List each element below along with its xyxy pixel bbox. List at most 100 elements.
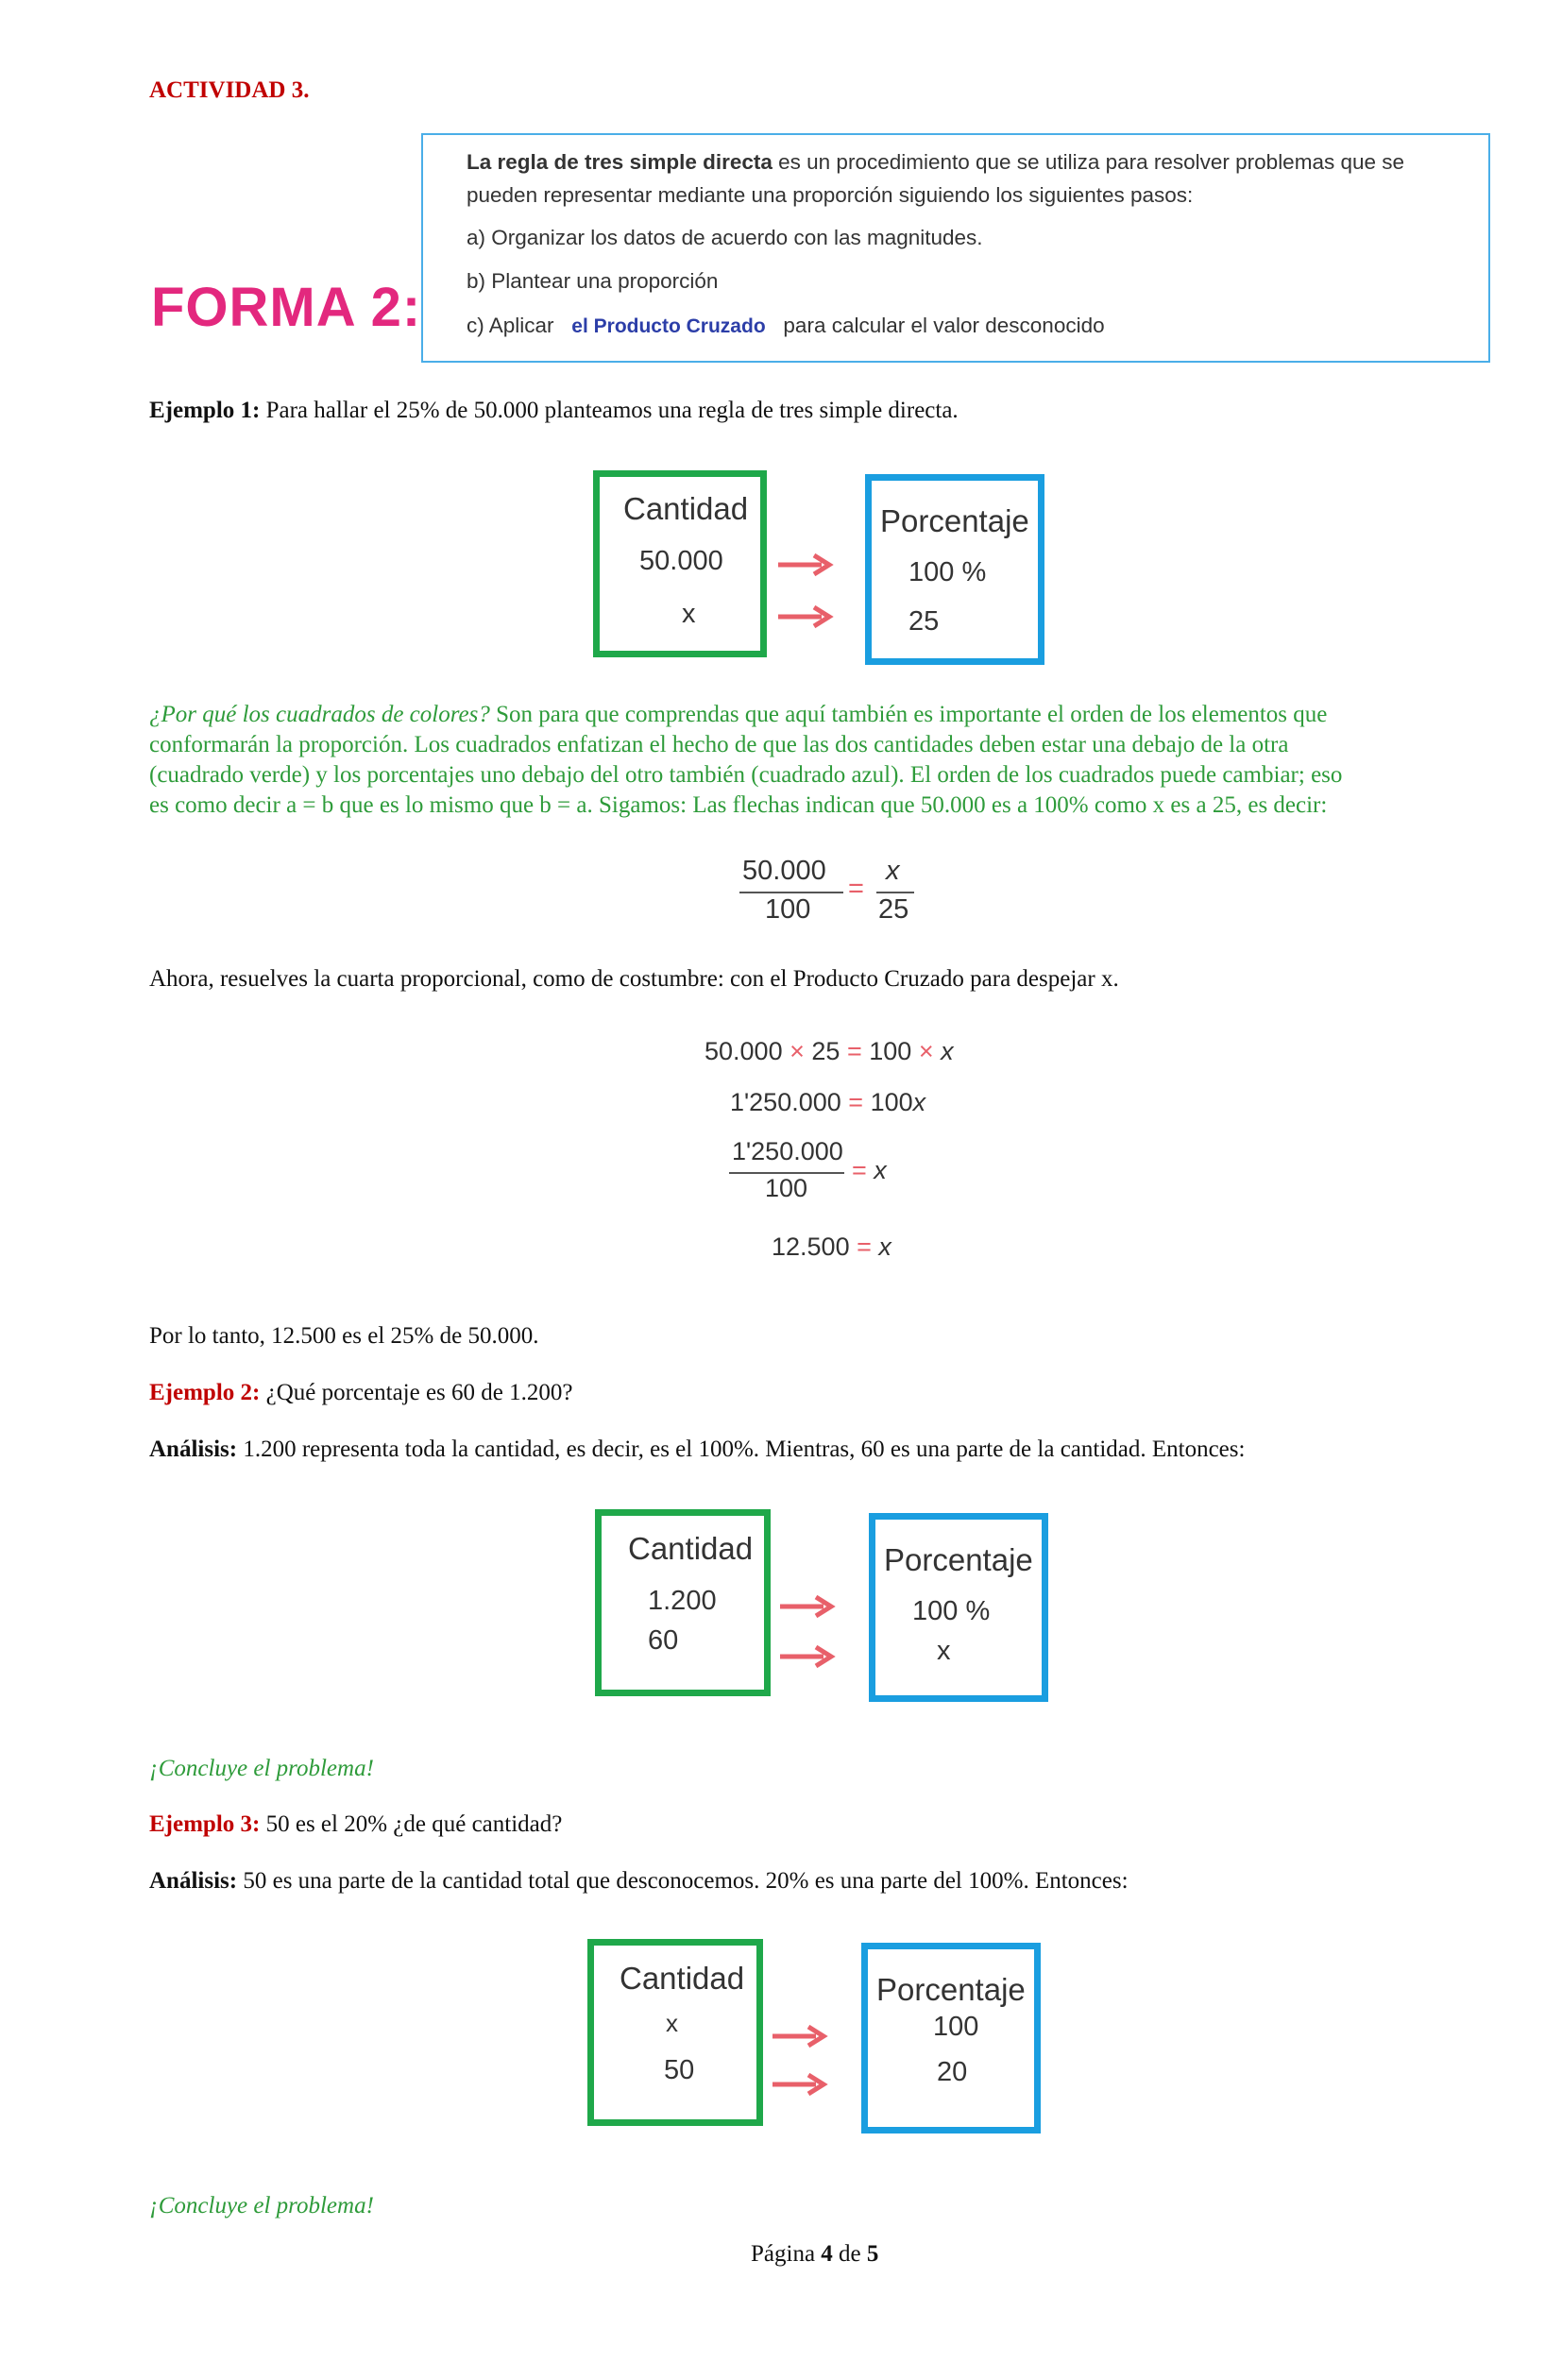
arrow-icon bbox=[778, 552, 834, 577]
quantity-header: Cantidad bbox=[623, 491, 749, 526]
percentage-box bbox=[861, 1943, 1041, 2134]
example2-analysis-text: 1.200 representa toda la cantidad, es de… bbox=[237, 1436, 1246, 1462]
quantity-box bbox=[593, 470, 767, 657]
footer-prefix: Página bbox=[751, 2241, 822, 2267]
s1-op1: × bbox=[789, 1037, 805, 1065]
rule-line-2: pueden representar mediante una proporci… bbox=[467, 183, 1194, 207]
prop-equals: = bbox=[848, 874, 864, 904]
example2-analysis-label: Análisis: bbox=[149, 1436, 238, 1462]
percentage-header: Porcentaje bbox=[876, 1972, 1026, 2007]
s1-op2: × bbox=[918, 1037, 934, 1065]
explanation-question: ¿Por qué los cuadrados de colores? bbox=[149, 702, 490, 727]
percentage-box bbox=[865, 474, 1044, 665]
example3-analysis-label: Análisis: bbox=[149, 1868, 238, 1894]
quantity-value-2: 50 bbox=[664, 2055, 695, 2085]
percentage-value-2: 25 bbox=[908, 606, 940, 637]
example3-question: Ejemplo 3: 50 es el 20% ¿de qué cantidad… bbox=[149, 1810, 562, 1840]
s2-a: 1'250.000 bbox=[730, 1088, 841, 1116]
cross-product-text: Ahora, resuelves la cuarta proporcional,… bbox=[149, 966, 1119, 992]
step-c-prefix: c) Aplicar bbox=[467, 314, 554, 337]
producto-cruzado-highlight: el Producto Cruzado bbox=[571, 315, 766, 337]
fraction-bar bbox=[729, 1172, 844, 1174]
fraction-bar bbox=[876, 892, 914, 893]
rule-box: La regla de tres simple directa es un pr… bbox=[421, 133, 1490, 363]
example2-question: Ejemplo 2: ¿Qué porcentaje es 60 de 1.20… bbox=[149, 1378, 572, 1408]
step-3-num: 1'250.000 bbox=[732, 1137, 843, 1165]
quantity-header: Cantidad bbox=[620, 1961, 745, 1996]
activity-title: ACTIVIDAD 3. bbox=[149, 77, 310, 103]
s2-eq: = bbox=[848, 1088, 864, 1116]
arrow-icon bbox=[780, 1594, 836, 1619]
s1-b: 25 bbox=[811, 1037, 840, 1065]
explanation-line-1-text: Son para que comprendas que aquí también… bbox=[489, 702, 1328, 727]
s1-d: x bbox=[941, 1037, 954, 1065]
percentage-value-1: 100 bbox=[933, 2012, 979, 2042]
percentage-box bbox=[869, 1513, 1048, 1702]
fraction-bar bbox=[739, 892, 843, 893]
step-2: 1'250.000 = 100x bbox=[730, 1088, 925, 1117]
footer-page-number: 4 bbox=[821, 2241, 833, 2267]
example2-analysis: Análisis: 1.200 representa toda la canti… bbox=[149, 1435, 1245, 1465]
s2-c: x bbox=[912, 1088, 926, 1116]
quantity-box bbox=[587, 1939, 763, 2126]
rule-step-a: a) Organizar los datos de acuerdo con la… bbox=[467, 226, 983, 249]
prop-den-left: 100 bbox=[765, 894, 811, 925]
explanation-line-3: (cuadrado verde) y los porcentajes uno d… bbox=[149, 762, 1343, 788]
percentage-value-2: x bbox=[937, 1636, 951, 1666]
quantity-value-2: 60 bbox=[648, 1625, 679, 1656]
example3-label: Ejemplo 3: bbox=[149, 1811, 261, 1837]
step-1: 50.000 × 25 = 100 × x bbox=[705, 1037, 954, 1066]
arrow-icon bbox=[778, 604, 834, 629]
prop-num-left: 50.000 bbox=[742, 856, 826, 886]
step-3-rhs: = x bbox=[852, 1156, 887, 1185]
s1-a: 50.000 bbox=[705, 1037, 783, 1065]
example2-question-text: ¿Qué porcentaje es 60 de 1.200? bbox=[260, 1380, 573, 1405]
s4-eq: = bbox=[857, 1232, 872, 1261]
arrow-icon bbox=[780, 1644, 836, 1669]
page-footer: Página 4 de 5 bbox=[751, 2239, 878, 2270]
quantity-header: Cantidad bbox=[628, 1531, 754, 1566]
percentage-header: Porcentaje bbox=[884, 1542, 1033, 1577]
example1-label: Ejemplo 1: bbox=[149, 398, 261, 423]
quantity-value-2: x bbox=[682, 599, 696, 629]
prop-den-right: 25 bbox=[878, 894, 909, 925]
example2-label: Ejemplo 2: bbox=[149, 1380, 261, 1405]
explanation-line-1: ¿Por qué los cuadrados de colores? Son p… bbox=[149, 700, 1327, 730]
s4-r: x bbox=[878, 1232, 891, 1261]
s3-eq: = bbox=[852, 1156, 867, 1184]
percentage-value-2: 20 bbox=[937, 2057, 968, 2087]
s3-r: x bbox=[874, 1156, 887, 1184]
example1-intro: Ejemplo 1: Para hallar el 25% de 50.000 … bbox=[149, 396, 959, 426]
rule-line-1: La regla de tres simple directa es un pr… bbox=[467, 150, 1404, 175]
prop-num-right: x bbox=[886, 856, 900, 886]
arrow-icon bbox=[773, 2072, 828, 2097]
rule-step-c: c) Aplicar el Producto Cruzado para calc… bbox=[467, 314, 1105, 338]
percentage-value-1: 100 % bbox=[908, 557, 987, 587]
s1-c: 100 bbox=[869, 1037, 912, 1065]
footer-middle: de bbox=[832, 2241, 867, 2267]
rule-line-1-rest: es un procedimiento que se utiliza para … bbox=[772, 150, 1405, 174]
s4-a: 12.500 bbox=[772, 1232, 850, 1261]
quantity-box bbox=[595, 1509, 771, 1696]
percentage-header: Porcentaje bbox=[880, 503, 1029, 538]
quantity-value-1: x bbox=[666, 2009, 678, 2037]
example2-conclude-prompt: ¡Concluye el problema! bbox=[149, 1756, 374, 1781]
step-3-den: 100 bbox=[765, 1174, 808, 1202]
example3-analysis-text: 50 es una parte de la cantidad total que… bbox=[237, 1868, 1129, 1894]
example3-conclude-prompt: ¡Concluye el problema! bbox=[149, 2193, 374, 2218]
step-4: 12.500 = x bbox=[772, 1232, 891, 1262]
explanation-line-2: conformarán la proporción. Los cuadrados… bbox=[149, 732, 1289, 757]
s1-eq: = bbox=[846, 1037, 862, 1065]
example3-question-text: 50 es el 20% ¿de qué cantidad? bbox=[260, 1811, 563, 1837]
s2-b: 100 bbox=[870, 1088, 913, 1116]
explanation-line-4: es como decir a = b que es lo mismo que … bbox=[149, 792, 1328, 818]
footer-page-total: 5 bbox=[866, 2241, 879, 2267]
example3-analysis: Análisis: 50 es una parte de la cantidad… bbox=[149, 1866, 1129, 1896]
quantity-value-1: 50.000 bbox=[639, 546, 723, 576]
rule-title: La regla de tres simple directa bbox=[467, 150, 773, 174]
percentage-value-1: 100 % bbox=[912, 1596, 991, 1626]
arrow-icon bbox=[773, 2024, 828, 2048]
example1-conclusion: Por lo tanto, 12.500 es el 25% de 50.000… bbox=[149, 1323, 539, 1349]
example1-text: Para hallar el 25% de 50.000 planteamos … bbox=[260, 398, 959, 423]
quantity-value-1: 1.200 bbox=[648, 1586, 717, 1616]
